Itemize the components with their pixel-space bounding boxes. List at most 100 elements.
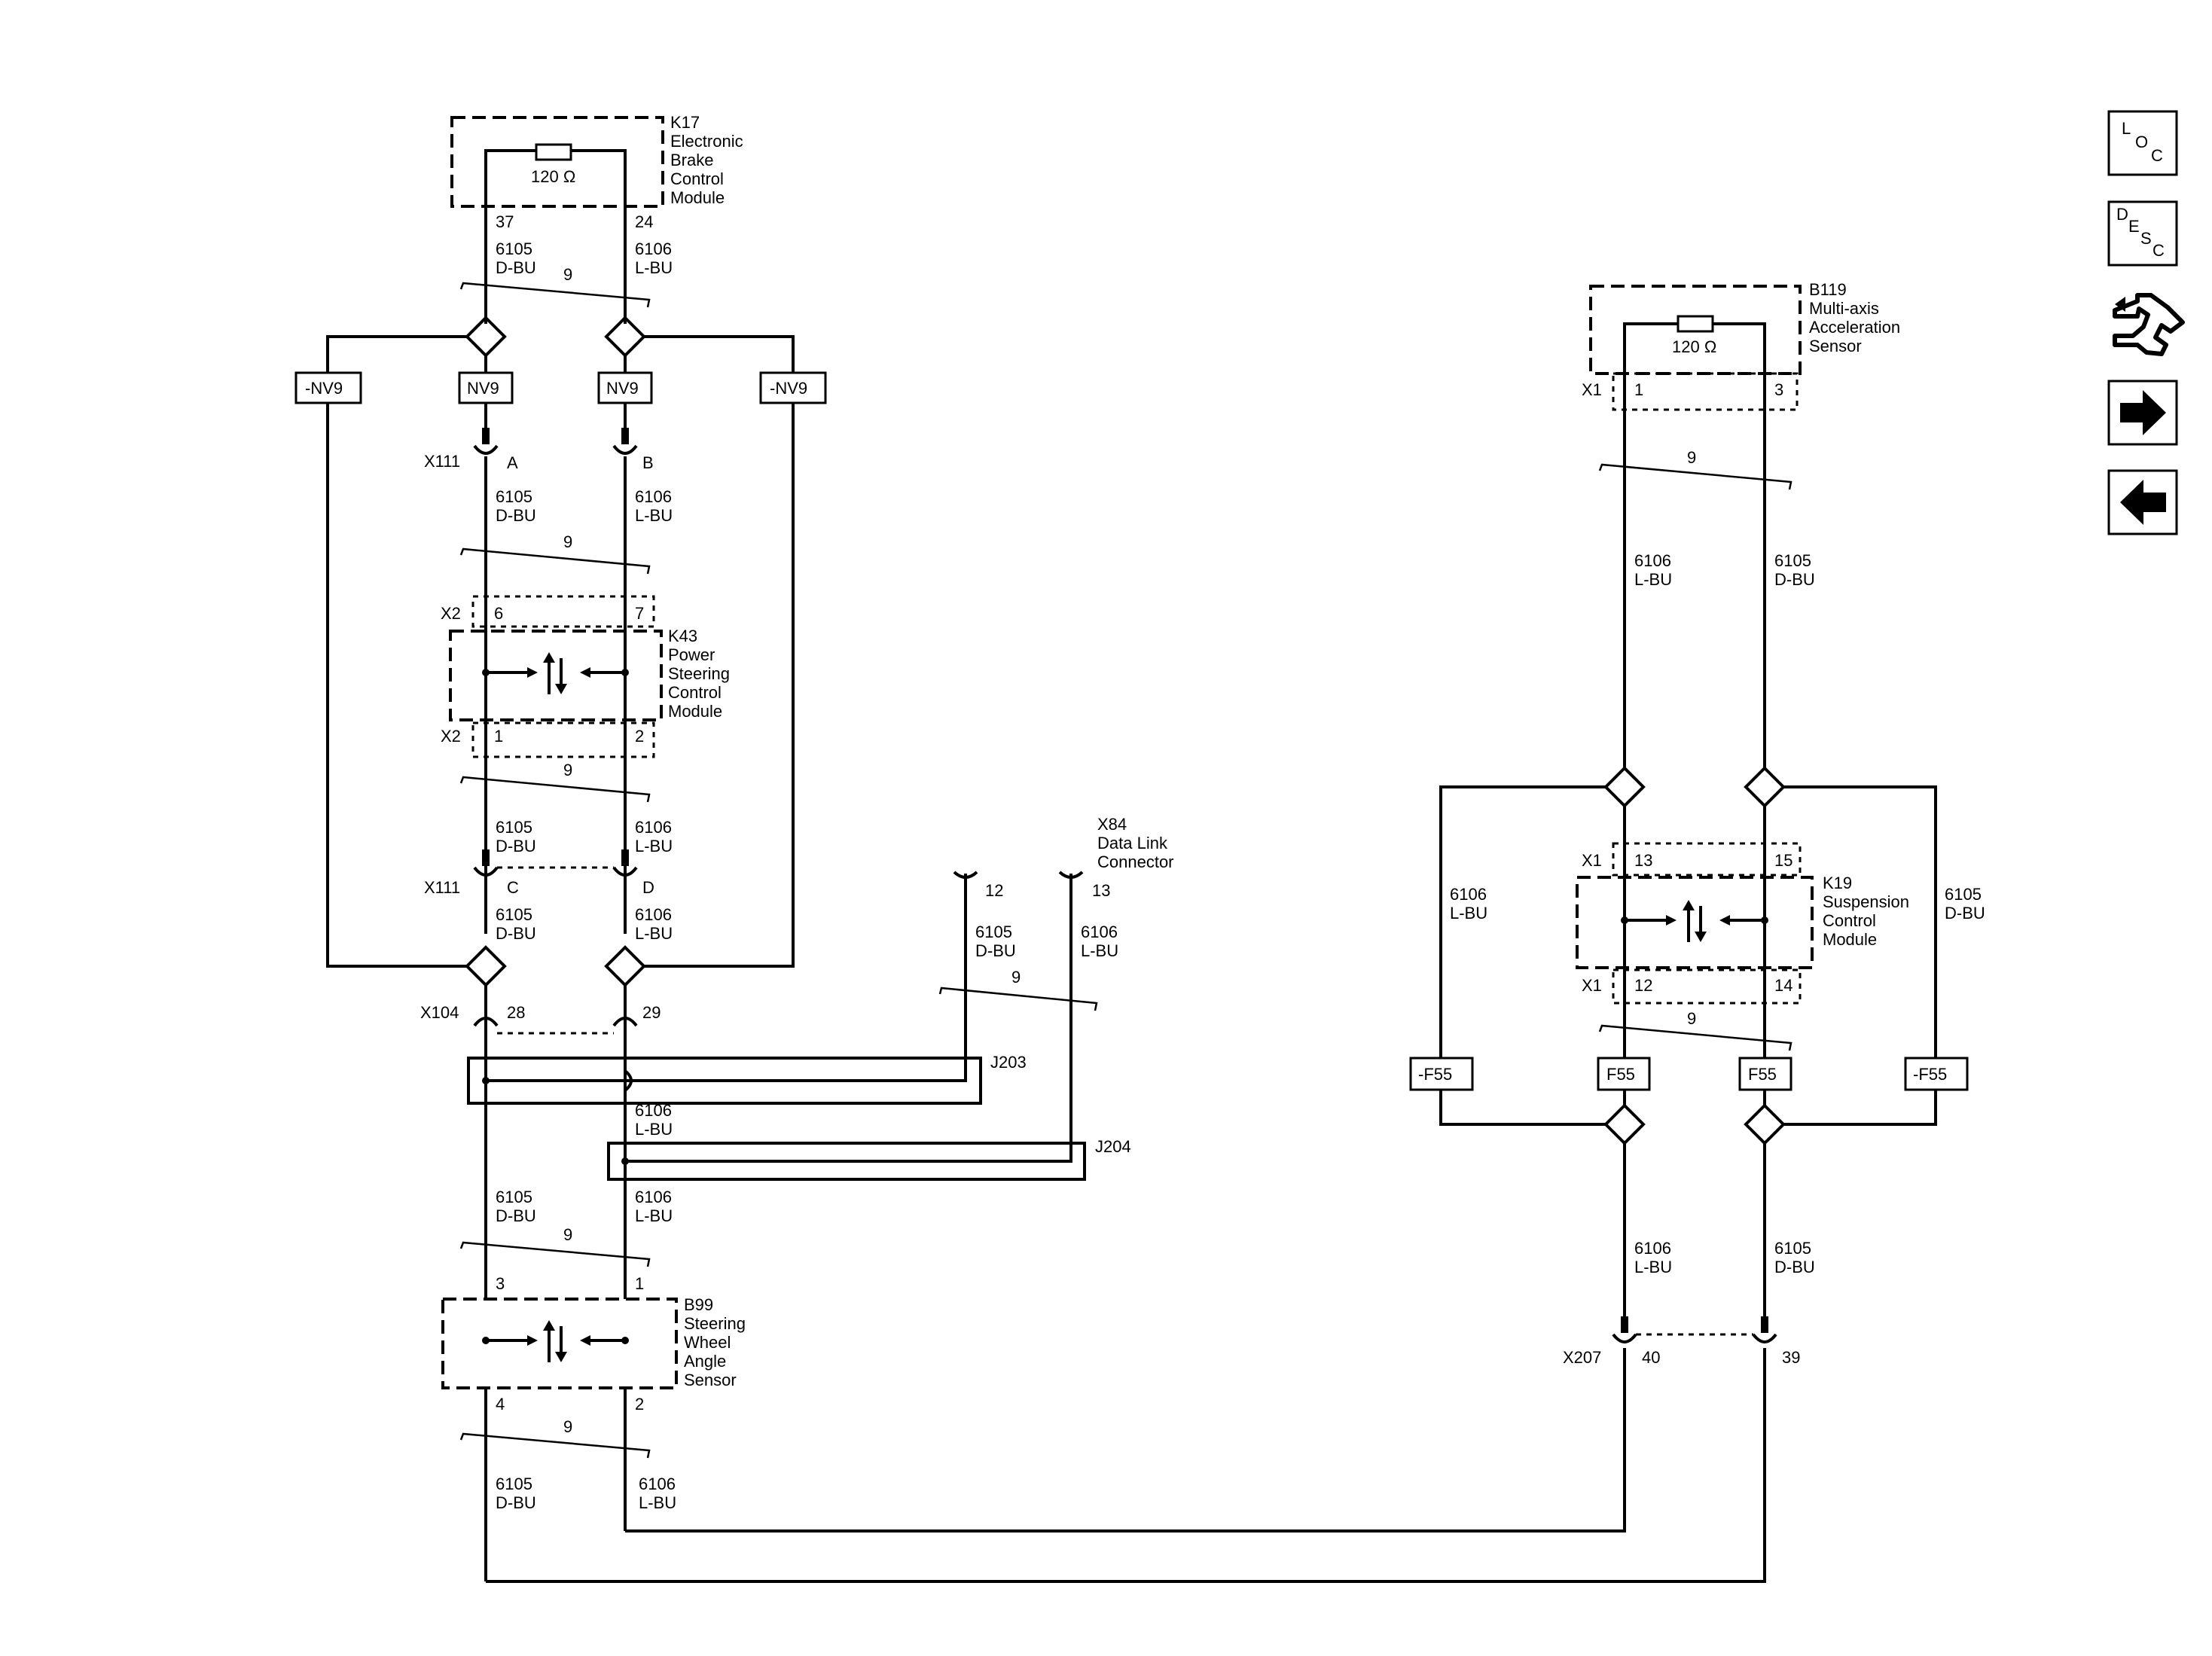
- module-k19: X1 13 15 X1 12 14 K19 Suspension Control…: [1576, 842, 1909, 1005]
- wire-circuit: 6105: [1774, 551, 1811, 570]
- wire-color: D-BU: [975, 941, 1016, 960]
- connector-ref: X111: [424, 452, 460, 471]
- loc-letter: C: [2151, 146, 2163, 165]
- twist-label: 9: [563, 761, 572, 779]
- splice-diamond: [604, 945, 646, 987]
- loc-letter: L: [2122, 119, 2131, 138]
- wire-color: L-BU: [635, 258, 673, 277]
- module-name-line: Acceleration: [1809, 318, 1900, 337]
- twisted-pair-mark: [459, 547, 651, 575]
- connector-ref: X2: [441, 727, 461, 746]
- wire-circuit: 6105: [1774, 1239, 1811, 1258]
- module-x84: X84 Data Link Connector 12 13: [953, 815, 1174, 900]
- wire-color: D-BU: [1945, 904, 1985, 923]
- wire-circuit: 6106: [1634, 551, 1671, 570]
- twist-label: 9: [563, 265, 572, 284]
- twisted-pair-mark: [1598, 463, 1792, 490]
- module-b99: 3 1 4 2 B99 Steering Wheel Angle Sensor: [441, 1274, 746, 1414]
- option-box-not-f55: [1904, 1057, 1969, 1091]
- arrow-left-icon: [2120, 480, 2166, 525]
- module-ref: K43: [668, 627, 697, 645]
- twist-label: 9: [563, 1417, 572, 1436]
- pin-number: 6: [494, 604, 503, 623]
- pin-number: C: [507, 878, 519, 897]
- next-page-button[interactable]: [2107, 380, 2178, 446]
- option-box-not-f55: [1409, 1057, 1474, 1091]
- wire-circuit: 6106: [1634, 1239, 1671, 1258]
- twisted-pair-mark: [1598, 1024, 1792, 1051]
- module-name-line: Electronic: [670, 132, 743, 151]
- twist-label: 9: [1687, 1009, 1696, 1028]
- wire-color: L-BU: [1634, 1258, 1672, 1276]
- pin-number: 13: [1634, 851, 1652, 870]
- resistor-value: 120 Ω: [531, 167, 575, 186]
- twist-label: 9: [1011, 968, 1021, 987]
- module-name-line: Sensor: [684, 1371, 737, 1389]
- wire-color: D-BU: [496, 258, 536, 277]
- module-ref: K17: [670, 113, 700, 132]
- splice-diamond: [465, 945, 507, 987]
- module-name-line: Suspension: [1823, 892, 1909, 911]
- pin-number: 1: [494, 727, 503, 746]
- wire-color: D-BU: [1774, 570, 1815, 589]
- connector-ref: X111: [424, 878, 460, 897]
- wire-color: L-BU: [635, 506, 673, 525]
- module-ref: B99: [684, 1295, 713, 1314]
- connector-ref: X1: [1582, 851, 1602, 870]
- connector-ref: X1: [1582, 380, 1602, 399]
- wire-circuit: 6106: [635, 239, 672, 258]
- option-box-f55: [1597, 1057, 1651, 1091]
- location-button[interactable]: L O C: [2107, 110, 2178, 176]
- description-button[interactable]: D E S C: [2107, 200, 2178, 267]
- wire-color: L-BU: [635, 924, 673, 943]
- connector-view-icon[interactable]: [2113, 293, 2185, 356]
- module-ref: X84: [1097, 815, 1127, 834]
- module-name-line: Brake: [670, 151, 713, 169]
- splice-diamond: [1603, 766, 1646, 808]
- module-ref: K19: [1823, 874, 1852, 892]
- pin-number: 4: [496, 1395, 505, 1414]
- desc-letter: E: [2128, 217, 2140, 236]
- wire-circuit: 6106: [635, 1188, 672, 1206]
- option-label: -F55: [1418, 1065, 1452, 1084]
- module-name-line: Control: [1823, 911, 1876, 930]
- option-box-f55: [1738, 1057, 1792, 1091]
- module-b119: 120 Ω B119 Multi-axis Acceleration Senso…: [1582, 280, 1900, 411]
- module-name-line: Module: [670, 188, 725, 207]
- wire-circuit: 6106: [635, 1101, 672, 1120]
- twisted-pair-mark: [459, 282, 651, 308]
- wire-color: L-BU: [1634, 570, 1672, 589]
- module-k17: 120 Ω K17 Electronic Brake Control Modul…: [450, 113, 743, 231]
- twist-label: 9: [563, 1225, 572, 1244]
- pin-number: 12: [985, 881, 1003, 900]
- wire-color: L-BU: [1081, 941, 1118, 960]
- splice-label: J204: [1095, 1137, 1131, 1156]
- wire-circuit: 6105: [496, 239, 532, 258]
- wire-color: L-BU: [635, 1120, 673, 1139]
- option-label: NV9: [606, 379, 639, 398]
- pin-number: 3: [496, 1274, 505, 1293]
- connector-ref: X2: [441, 604, 461, 623]
- terminating-resistor: [1677, 315, 1714, 333]
- resistor-value: 120 Ω: [1672, 337, 1716, 356]
- pin-number: 3: [1774, 380, 1783, 399]
- option-box-nv9: [458, 371, 514, 404]
- splice-pack-j204: J204: [607, 874, 1131, 1181]
- pin-number: 28: [507, 1003, 525, 1022]
- module-name-line: Control: [670, 169, 724, 188]
- twisted-pair-mark: [459, 1432, 651, 1459]
- pin-number: A: [507, 453, 518, 472]
- wire-circuit: 6105: [496, 1475, 532, 1493]
- wire-circuit: 6105: [496, 487, 532, 506]
- pin-number: 7: [635, 604, 644, 623]
- pin-number: B: [642, 453, 654, 472]
- previous-page-button[interactable]: [2107, 469, 2178, 535]
- connector-ref: X104: [420, 1003, 459, 1022]
- wire-circuit: 6105: [496, 1188, 532, 1206]
- wire-circuit: 6106: [635, 905, 672, 924]
- bus-arrows-icon: [543, 1320, 567, 1362]
- option-label: F55: [1606, 1065, 1635, 1084]
- module-name-line: Sensor: [1809, 337, 1862, 355]
- option-label: F55: [1748, 1065, 1777, 1084]
- loc-letter: O: [2135, 133, 2148, 151]
